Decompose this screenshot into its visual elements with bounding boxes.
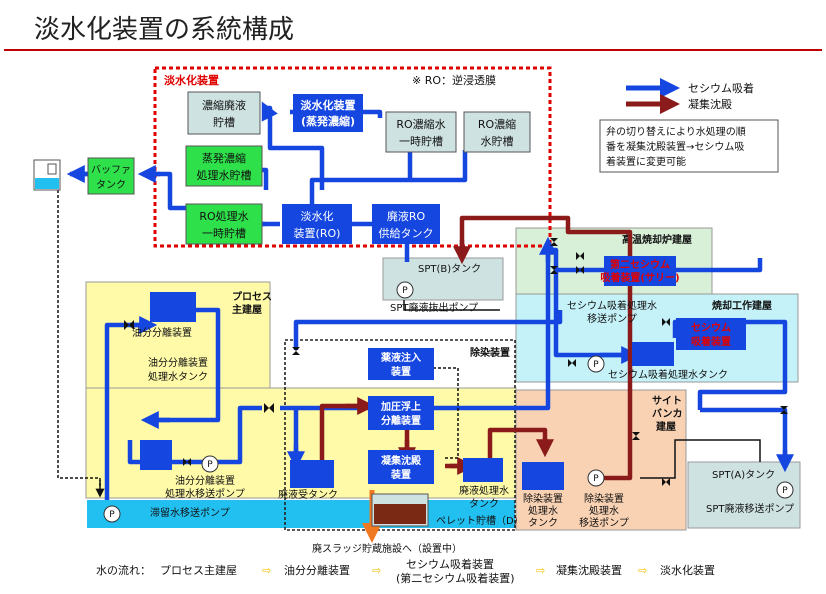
flow-arrow: ⇨ (372, 564, 381, 577)
svg-text:P: P (109, 510, 115, 520)
svg-text:水の流れ：: 水の流れ： (96, 563, 151, 577)
svg-text:P: P (782, 486, 788, 496)
svg-text:(第二セシウム吸着装置): (第二セシウム吸着装置) (396, 571, 515, 585)
box-cesium-device: セシウム吸着装置 (676, 318, 746, 350)
box-conc-waste: 濃縮廃液貯槽 (187, 91, 261, 135)
box-buffer-tank: バッファタンク (87, 157, 135, 195)
svg-text:セシウム吸着装置: セシウム吸着装置 (691, 322, 731, 348)
svg-text:淡水化装置: 淡水化装置 (660, 563, 715, 577)
box-ro-conc-store: RO濃縮水貯槽 (463, 111, 531, 153)
box-ro-conc-temp: RO濃縮水一時貯槽 (385, 111, 457, 153)
svg-text:P: P (593, 360, 599, 370)
cs-pump-label: セシウム吸着処理水移送ポンプ (567, 299, 657, 325)
svg-text:蒸発濃縮処理水貯槽: 蒸発濃縮処理水貯槽 (197, 151, 252, 182)
legend-coag-label: 凝集沈殿 (688, 97, 732, 111)
svg-text:セシウム吸着装置: セシウム吸着装置 (406, 557, 494, 571)
flow-arrow: ⇨ (262, 564, 271, 577)
box-ro-treated-tank: RO処理水一時貯槽 (185, 203, 263, 245)
svg-text:凝集沈殿装置: 凝集沈殿装置 (556, 563, 622, 577)
svg-text:バッファタンク: バッファタンク (91, 164, 131, 191)
area-desal-frame (153, 66, 552, 248)
site-area-label: サイト バンカ 建屋 (652, 395, 686, 433)
svg-text:淡水化装置(蒸発濃縮): 淡水化装置(蒸発濃縮) (301, 98, 356, 128)
area-site-bunker (515, 389, 687, 531)
area-incin-building (515, 293, 799, 383)
hti-area-label: 高温焼却炉建屋 (622, 233, 692, 246)
oil-tank-label: 油分分離装置処理水タンク (148, 356, 208, 383)
waste-treated-tank (463, 458, 503, 482)
page-title: 淡水化装置の系統構成 (34, 15, 294, 45)
box-second-cesium: 第二セシウム吸着装置(サリー) (600, 256, 680, 286)
svg-text:油分分離装置: 油分分離装置 (284, 563, 350, 577)
oil-pump-label: 油分分離装置処理水移送ポンプ (165, 474, 245, 500)
svg-text:凝集沈殿装置: 凝集沈殿装置 (381, 454, 422, 481)
water-flow-legend: 水の流れ： プロセス主建屋 ⇨ 油分分離装置 ⇨ セシウム吸着装置 (第二セシウ… (96, 557, 715, 585)
pumps: P P P P P P (103, 281, 794, 523)
flow-arrow: ⇨ (536, 564, 545, 577)
waste-treated-label: 廃液処理水タンク (459, 484, 509, 510)
decon-tank-label: 除染装置処理水タンク (523, 492, 563, 529)
incin-area-label: 焼却工作建屋 (712, 299, 772, 312)
cs-tank-label: セシウム吸着処理水タンク (608, 368, 728, 381)
sptb-label: SPT(B)タンク (418, 263, 481, 275)
desal-area-label: 淡水化装置 (164, 73, 219, 87)
svg-text:P: P (593, 474, 599, 484)
area-decon-frame (284, 339, 516, 531)
svg-text:加圧浮上分離装置: 加圧浮上分離装置 (380, 400, 421, 427)
valves (124, 238, 788, 486)
svg-text:淡水化装置(RO): 淡水化装置(RO) (294, 209, 341, 240)
svg-text:薬液注入装置: 薬液注入装置 (380, 351, 421, 378)
legend-note: 弁の切り替えにより水処理の順 番を凝集沈殿装置→セシウム吸 着装置に変更可能 (606, 125, 749, 168)
sludge-label: 廃スラッジ貯蔵施設へ（設置中） (312, 542, 462, 555)
svg-text:RO濃縮水貯槽: RO濃縮水貯槽 (478, 117, 516, 148)
svg-text:濃縮廃液貯槽: 濃縮廃液貯槽 (202, 98, 246, 129)
pellet-tank (371, 493, 429, 527)
cs-treated-tank (632, 342, 674, 366)
svg-text:RO濃縮水一時貯槽: RO濃縮水一時貯槽 (396, 117, 445, 148)
oil-separator-label: 油分分離装置 (132, 326, 192, 339)
spta-pump-label: SPT廃液移送ポンプ (706, 502, 794, 515)
decon-pump-label: 除染装置処理水移送ポンプ (579, 492, 629, 529)
box-chem-injection: 薬液注入装置 (368, 348, 434, 380)
svg-text:P: P (402, 286, 408, 296)
spta-label: SPT(A)タンク (712, 469, 775, 481)
area-water-strip (87, 500, 515, 528)
svg-text:RO処理水一時貯槽: RO処理水一時貯槽 (199, 210, 248, 240)
oil-treated-tank (140, 440, 172, 470)
box-coag-device: 凝集沈殿装置 (368, 450, 434, 484)
box-evap-treated-tank: 蒸発濃縮処理水貯槽 (185, 145, 263, 187)
waste-receive-label: 廃液受タンク (278, 488, 338, 501)
svg-text:第二セシウム吸着装置(サリー): 第二セシウム吸着装置(サリー) (600, 258, 679, 284)
oil-separator (150, 292, 196, 322)
box-dissolved-air: 加圧浮上分離装置 (368, 396, 434, 430)
svg-text:プロセス主建屋: プロセス主建屋 (160, 563, 237, 577)
process-area-label: プロセス 主建屋 (232, 290, 275, 316)
flow-arrow: ⇨ (638, 564, 647, 577)
pellet-label: ペレット貯槽（D） (436, 514, 524, 527)
external-tank (33, 159, 61, 191)
legend-cesium-label: セシウム吸着 (688, 81, 754, 95)
box-ro-unit: 淡水化装置(RO) (282, 204, 352, 244)
stagnant-pump-label: 滞留水移送ポンプ (150, 506, 230, 519)
ro-note: ※ RO：逆浸透膜 (412, 73, 496, 87)
legend-note-box (599, 119, 779, 173)
box-evaporator: 淡水化装置(蒸発濃縮) (293, 94, 363, 132)
svg-text:P: P (207, 460, 213, 470)
decon-area-label: 除染装置 (470, 346, 510, 359)
sptb-pump-label: SPT廃液抜出ポンプ (390, 301, 478, 314)
waste-receive-tank (290, 460, 334, 488)
decon-treated-tank (522, 462, 564, 490)
